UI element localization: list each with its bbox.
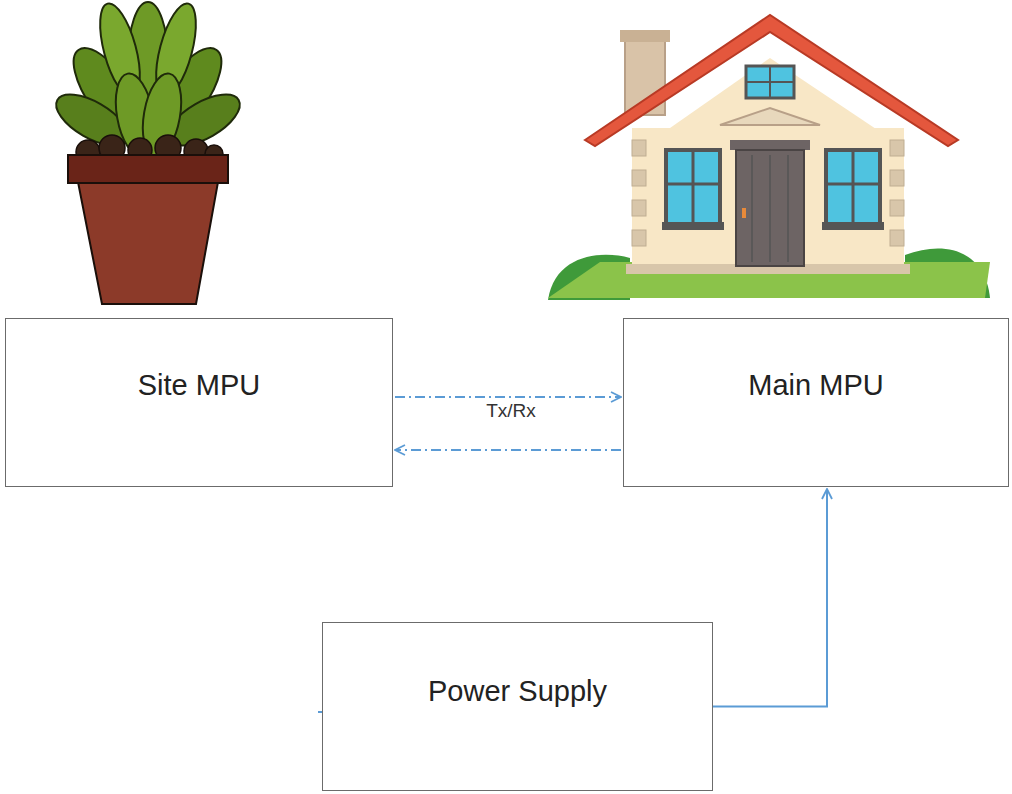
signal-arrow [395,449,621,451]
power-line [713,489,827,707]
site-mpu-box: Site MPU [5,318,393,487]
node-label: Main MPU [748,369,883,402]
node-label: Site MPU [138,369,260,402]
main-mpu-box: Main MPU [623,318,1009,487]
signal-arrow [395,396,621,398]
signal-label: Tx/Rx [483,400,539,422]
node-label: Power Supply [428,675,607,708]
house [548,15,990,300]
power-supply-box: Power Supply [322,622,713,791]
potted-plant [48,0,247,304]
